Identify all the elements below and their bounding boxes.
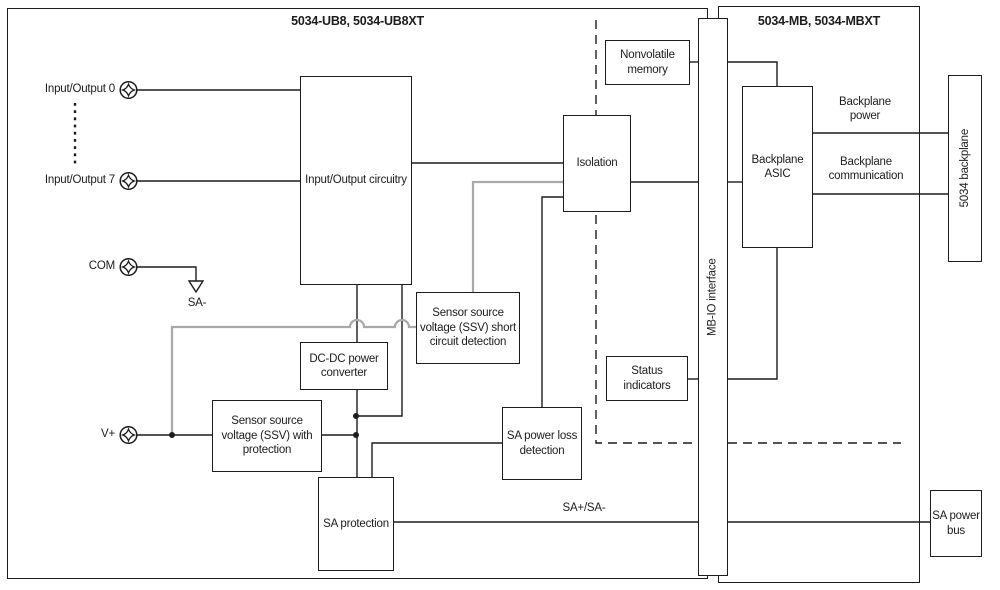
wire-io-circuitry-down-right <box>357 285 403 417</box>
block-isolation: Isolation <box>563 115 631 212</box>
junction-dots <box>169 413 359 438</box>
terminal-icons <box>119 80 138 445</box>
wire-label-sa-minus: SA- <box>187 297 207 309</box>
sa-minus-arrow-icon <box>187 280 205 294</box>
block-nonvolatile-memory-label: Nonvolatile memory <box>620 49 675 76</box>
block-5034-backplane: 5034 backplane <box>948 75 982 262</box>
terminal-screw-icon-vplus <box>119 425 138 445</box>
block-5034-backplane-label: 5034 backplane <box>958 129 971 208</box>
block-ssv-with-protection: Sensor source voltage (SSV) with protect… <box>212 400 322 472</box>
junction-dot <box>169 432 175 438</box>
wire-sa-power-loss-to-sa-protection <box>371 442 502 477</box>
block-isolation-label: Isolation <box>576 157 618 170</box>
wire-label-sa-bus: SA+/SA- <box>562 502 606 514</box>
block-sa-power-loss-detection: SA power loss detection <box>502 407 582 480</box>
terminal-screw-icon-io7 <box>119 171 138 191</box>
block-sa-power-bus-label: SA power bus <box>932 510 980 537</box>
terminal-label-vplus: V+ <box>101 428 115 440</box>
block-sa-protection: SA protection <box>318 477 394 571</box>
gray-wire-ssv-short-to-vplus <box>170 318 416 435</box>
gray-wires <box>170 180 563 435</box>
block-ssv-with-protection-label: Sensor source voltage (SSV) with protect… <box>221 415 313 457</box>
wire-isolation-to-sa-power-loss <box>541 196 563 407</box>
wire-label-backplane-power: Backplane power <box>839 96 891 123</box>
block-ssv-short-circuit-detection: Sensor source voltage (SSV) short circui… <box>416 292 520 364</box>
block-sa-power-bus: SA power bus <box>930 490 982 557</box>
wire-label-backplane-communication: Backplane communication <box>828 156 904 183</box>
block-ssv-short-circuit-detection-label: Sensor source voltage (SSV) short circui… <box>420 307 516 349</box>
terminal-label-io0: Input/Output 0 <box>44 83 115 95</box>
terminal-screw-icon-io0 <box>119 80 138 100</box>
wire-mbio-to-asic-top <box>728 61 778 86</box>
block-mb-io-interface-label: MB-IO interface <box>706 258 719 336</box>
block-backplane-asic: Backplane ASIC <box>742 86 813 248</box>
section-title-mb: 5034-MB, 5034-MBXT <box>757 14 881 28</box>
junction-dot <box>353 432 359 438</box>
block-io-circuitry: Input/Output circuitry <box>300 76 412 285</box>
terminal-screw-icon-com <box>119 257 138 277</box>
block-sa-protection-label: SA protection <box>323 517 389 530</box>
block-status-indicators: Status indicators <box>606 356 688 401</box>
block-dc-dc-converter: DC-DC power converter <box>300 342 388 390</box>
black-wires <box>137 61 948 523</box>
section-title-ub8: 5034-UB8, 5034-UB8XT <box>291 14 424 28</box>
wire-com-to-sa-minus <box>137 266 197 281</box>
junction-dot <box>353 413 359 419</box>
block-dc-dc-converter-label: DC-DC power converter <box>309 352 379 379</box>
terminal-label-com: COM <box>88 260 115 272</box>
gray-wire-isolation-to-ssv-short <box>471 180 563 292</box>
block-status-indicators-label: Status indicators <box>623 365 671 392</box>
block-nonvolatile-memory: Nonvolatile memory <box>605 40 690 85</box>
block-mb-io-interface: MB-IO interface <box>698 18 728 576</box>
block-backplane-asic-label: Backplane ASIC <box>751 153 804 180</box>
terminal-label-io7: Input/Output 7 <box>44 174 115 186</box>
block-sa-power-loss-detection-label: SA power loss detection <box>506 430 578 457</box>
block-io-circuitry-label: Input/Output circuitry <box>305 174 407 187</box>
wire-asic-bottom-to-mbio <box>728 248 778 380</box>
